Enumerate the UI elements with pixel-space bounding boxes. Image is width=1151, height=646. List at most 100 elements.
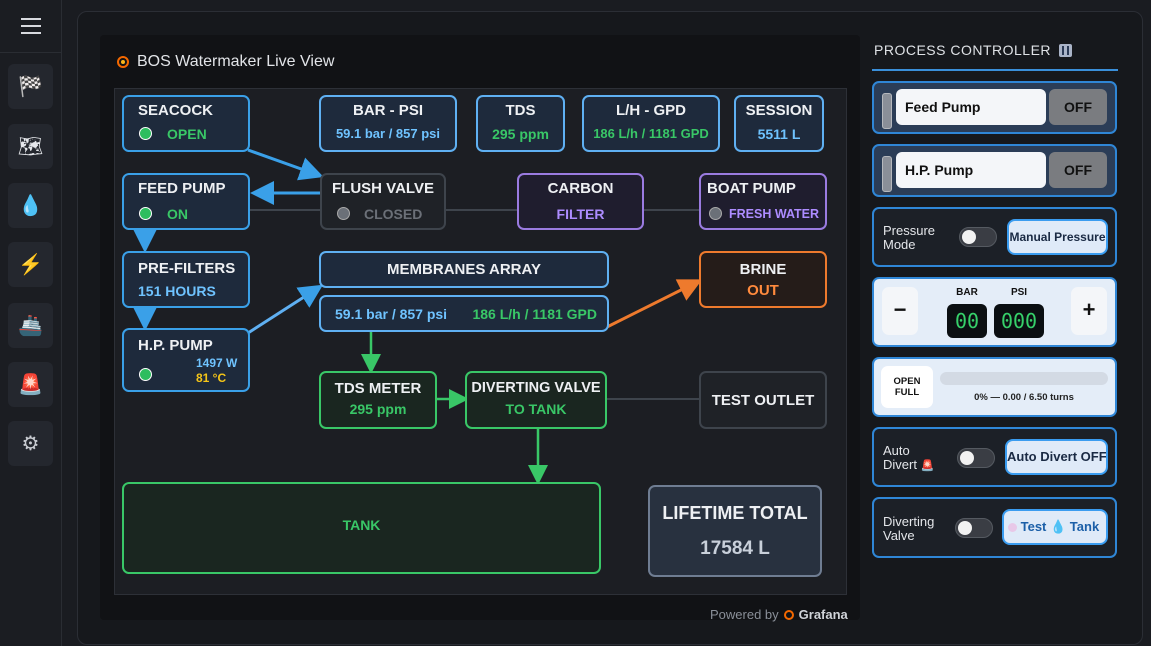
seacock-title: SEACOCK — [138, 102, 214, 119]
membranes-title-box: MEMBRANES ARRAY — [319, 251, 609, 288]
map-icon: 🗺 — [17, 136, 44, 158]
diverting-valve-label: Diverting Valve — [883, 514, 935, 543]
sidebar-item-water[interactable]: 💧 — [8, 183, 53, 228]
feed-pump-toggle-button[interactable]: OFF — [1049, 89, 1107, 125]
increase-pressure-button[interactable]: + — [1071, 287, 1107, 335]
status-indicator-icon — [139, 127, 152, 140]
status-indicator-icon — [709, 207, 722, 220]
pressure-mode-toggle[interactable] — [959, 227, 997, 247]
control-knobs-icon — [1059, 43, 1073, 57]
powered-by: Powered by Grafana — [710, 607, 848, 622]
diverting-valve-title: DIVERTING VALVE — [471, 380, 601, 396]
status-indicator-icon — [139, 368, 152, 381]
flush-valve-status: CLOSED — [364, 206, 423, 222]
sidebar-item-map[interactable]: 🗺 — [8, 124, 53, 169]
controller-divider — [872, 69, 1118, 71]
status-indicator-icon — [139, 207, 152, 220]
lh-gpd-title: L/H - GPD — [616, 102, 686, 119]
bar-label: BAR — [956, 287, 978, 298]
drag-handle[interactable] — [882, 93, 892, 129]
feed-pump-box: FEED PUMP ON — [122, 173, 250, 230]
diverting-valve-control: Diverting Valve Test 💧 Tank — [872, 497, 1117, 558]
tds-meter-value: 295 ppm — [349, 401, 407, 417]
pre-filters-box: PRE-FILTERS 151 HOURS — [122, 251, 250, 308]
session-title: SESSION — [745, 102, 813, 119]
auto-divert-label: Auto Divert 🚨 — [883, 443, 935, 473]
lh-gpd-value: 186 L/h / 1181 GPD — [593, 126, 709, 141]
hp-pump-temp: 81 °C — [196, 371, 227, 385]
bar-display: 00 — [947, 304, 987, 338]
boat-pump-title: BOAT PUMP — [707, 180, 796, 197]
pre-filters-title: PRE-FILTERS — [138, 260, 236, 277]
hp-pump-box: H.P. PUMP 1497 W 81 °C — [122, 328, 250, 392]
sidebar-item-boat[interactable]: 🚢 — [8, 303, 53, 348]
tds-title: TDS — [505, 102, 536, 119]
lifetime-value: 17584 L — [700, 538, 770, 559]
pre-filters-value: 151 HOURS — [138, 283, 216, 299]
membranes-flow: 186 L/h / 1181 GPD — [472, 306, 597, 322]
brine-title: BRINE — [739, 261, 787, 278]
tds-meter-box: TDS METER 295 ppm — [319, 371, 437, 429]
tank-box: TANK — [122, 482, 601, 574]
feed-pump-title: FEED PUMP — [138, 180, 226, 197]
auto-divert-control: Auto Divert 🚨 Auto Divert OFF — [872, 427, 1117, 487]
feed-pump-label: Feed Pump — [896, 89, 1046, 125]
test-outlet-title: TEST OUTLET — [711, 392, 815, 409]
controller-title-text: PROCESS CONTROLLER — [874, 42, 1052, 58]
hamburger-icon — [20, 25, 41, 27]
sidebar-item-settings[interactable]: ⚙ — [8, 421, 53, 466]
diverting-valve-status: TO TANK — [505, 401, 567, 417]
checkered-flag-icon: 🏁 — [18, 76, 43, 98]
diverting-valve-toggle[interactable] — [955, 518, 993, 538]
tds-box: TDS 295 ppm — [476, 95, 565, 152]
ship-icon: 🚢 — [18, 315, 43, 337]
carbon-filter-box: CARBON FILTER — [517, 173, 644, 230]
gear-icon: ⚙ — [21, 433, 40, 455]
flush-valve-box: FLUSH VALVE CLOSED — [320, 173, 446, 230]
feed-pump-control: Feed Pump OFF — [872, 81, 1117, 134]
hp-pump-power: 1497 W — [196, 356, 238, 370]
brine-status: OUT — [747, 282, 779, 299]
drag-handle[interactable] — [882, 156, 892, 192]
pearl-icon — [1008, 523, 1017, 533]
pressure-setpoint-control: − BAR PSI 00 000 + — [872, 277, 1117, 347]
feed-pump-status: ON — [167, 206, 188, 222]
grafana-brand: Grafana — [798, 607, 848, 622]
siren-icon: 🚨 — [18, 374, 43, 396]
boat-pump-box: BOAT PUMP FRESH WATER — [699, 173, 827, 230]
carbon-title: CARBON — [547, 180, 614, 197]
sidebar-item-dashboard[interactable]: 🏁 — [8, 64, 53, 109]
grafana-logo-icon — [783, 609, 794, 620]
seacock-status: OPEN — [167, 126, 207, 142]
sidebar-item-power[interactable]: ⚡ — [8, 242, 53, 287]
hp-pump-control: H.P. Pump OFF — [872, 144, 1117, 197]
hp-pump-toggle-button[interactable]: OFF — [1049, 152, 1107, 188]
bar-psi-value: 59.1 bar / 857 psi — [335, 126, 441, 141]
controller-title: PROCESS CONTROLLER — [874, 42, 1073, 58]
tds-value: 295 ppm — [492, 126, 549, 142]
panel-header: BOS Watermaker Live View — [116, 52, 334, 72]
lifetime-total-box: LIFETIME TOTAL 17584 L — [648, 485, 822, 577]
grafana-logo-icon — [117, 56, 129, 68]
session-box: SESSION 5511 L — [734, 95, 824, 152]
auto-divert-toggle[interactable] — [957, 448, 995, 468]
decrease-pressure-button[interactable]: − — [882, 287, 918, 335]
valve-progress-bar — [940, 372, 1108, 385]
membranes-pressure: 59.1 bar / 857 psi — [335, 306, 448, 322]
diverting-valve-box: DIVERTING VALVE TO TANK — [465, 371, 607, 429]
psi-display: 000 — [994, 304, 1044, 338]
auto-divert-button[interactable]: Auto Divert OFF — [1005, 439, 1108, 475]
menu-button[interactable] — [0, 0, 61, 53]
lightning-icon: ⚡ — [18, 254, 43, 276]
flush-valve-title: FLUSH VALVE — [332, 180, 434, 197]
test-outlet-box: TEST OUTLET — [699, 371, 827, 429]
tank-title: TANK — [342, 517, 381, 533]
open-full-button[interactable]: OPEN FULL — [881, 366, 933, 408]
bar-psi-title: BAR - PSI — [352, 102, 423, 119]
hp-pump-title: H.P. PUMP — [138, 337, 213, 354]
manual-pressure-button[interactable]: Manual Pressure — [1007, 219, 1108, 255]
sidebar-item-alarms[interactable]: 🚨 — [8, 362, 53, 407]
test-tank-button[interactable]: Test 💧 Tank — [1002, 509, 1108, 545]
membranes-title: MEMBRANES ARRAY — [387, 261, 541, 278]
bar-psi-box: BAR - PSI 59.1 bar / 857 psi — [319, 95, 457, 152]
